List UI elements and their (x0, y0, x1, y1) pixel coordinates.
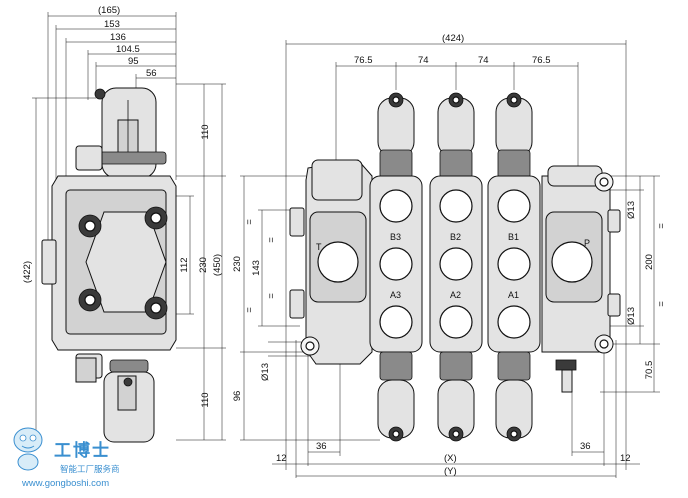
front-left-dimension-lines (240, 175, 380, 441)
side-dim-136: 136 (110, 32, 126, 43)
front-dim-y: (Y) (444, 466, 457, 477)
side-valve-body (41, 87, 177, 443)
front-dim-12-left: 12 (276, 453, 287, 464)
front-equal-mark-1: = (244, 219, 255, 225)
side-dim-230: 230 (198, 257, 209, 273)
side-dim-56: 56 (146, 68, 157, 79)
side-dim-422: (422) (22, 261, 33, 283)
side-right-dimension-lines (170, 83, 226, 441)
front-dim-76-5-left: 76.5 (354, 55, 373, 66)
port-a2-hole (439, 305, 473, 339)
watermark-url: www.gongboshi.com (21, 478, 109, 489)
spool-section-2 (429, 92, 483, 442)
port-a1-hole (497, 305, 531, 339)
front-dim-96: 96 (232, 391, 243, 402)
watermark-mascot-icon (13, 427, 43, 471)
watermark-title: 工博士 (54, 440, 111, 461)
port-label-t: T (316, 242, 322, 252)
side-dim-110-bottom: 110 (200, 392, 211, 407)
port-a3-hole (379, 305, 413, 339)
front-dim-424: (424) (442, 33, 464, 44)
front-dim-200: 200 (644, 254, 655, 270)
spool-section-3 (369, 92, 423, 442)
front-dim-36-right: 36 (580, 441, 591, 452)
side-top-dimension-lines (47, 12, 177, 240)
front-dim-74-a: 74 (418, 55, 429, 66)
front-dim-hole-right-bottom: Ø13 (626, 307, 637, 325)
side-dim-450: (450) (212, 254, 223, 276)
front-equal-mark-6: = (656, 301, 667, 307)
front-equal-mark-3: = (266, 293, 277, 299)
side-dim-104-5: 104.5 (116, 44, 140, 55)
port-label-a1: A1 (508, 290, 519, 300)
side-dim-165: (165) (98, 5, 120, 16)
spool-section-1 (487, 92, 541, 442)
front-dim-hole-right-top: Ø13 (626, 201, 637, 219)
inlet-end-section (541, 165, 621, 393)
port-b3-hole (379, 189, 413, 223)
port-label-a3: A3 (390, 290, 401, 300)
front-dim-hole-left: Ø13 (260, 363, 271, 381)
front-bottom-dimension-lines (272, 340, 640, 478)
front-dim-x: (X) (444, 453, 457, 464)
front-dim-12-right: 12 (620, 453, 631, 464)
front-dim-76-5-right: 76.5 (532, 55, 551, 66)
side-dim-95: 95 (128, 56, 139, 67)
front-dim-70-5: 70.5 (644, 361, 655, 380)
front-dim-74-b: 74 (478, 55, 489, 66)
front-view: (424) 76.5 74 74 76.5 230 143 96 Ø13 = =… (232, 33, 667, 478)
side-view: (165) 153 136 104.5 95 56 (422) 110 112 … (22, 5, 226, 443)
outlet-end-section (289, 159, 373, 365)
port-label-a2: A2 (450, 290, 461, 300)
front-dim-36-left: 36 (316, 441, 327, 452)
front-equal-mark-2: = (266, 237, 277, 243)
side-dim-153: 153 (104, 19, 120, 30)
port-p-hole (551, 241, 593, 283)
port-b1-hole (497, 189, 531, 223)
port-label-b1: B1 (508, 232, 519, 242)
side-dim-110-top: 110 (200, 124, 211, 139)
front-equal-mark-4: = (244, 307, 255, 313)
watermark: 工博士 智能工厂服务商 www.gongboshi.com (13, 427, 120, 489)
port-label-p: P (584, 238, 590, 248)
port-b2-hole (439, 189, 473, 223)
front-equal-mark-5: = (656, 223, 667, 229)
front-dim-230: 230 (232, 256, 243, 272)
port-label-b3: B3 (390, 232, 401, 242)
port-t-hole (317, 241, 359, 283)
front-dim-143: 143 (251, 260, 262, 276)
side-dim-112: 112 (179, 257, 190, 272)
watermark-subtitle: 智能工厂服务商 (60, 464, 120, 475)
port-label-b2: B2 (450, 232, 461, 242)
